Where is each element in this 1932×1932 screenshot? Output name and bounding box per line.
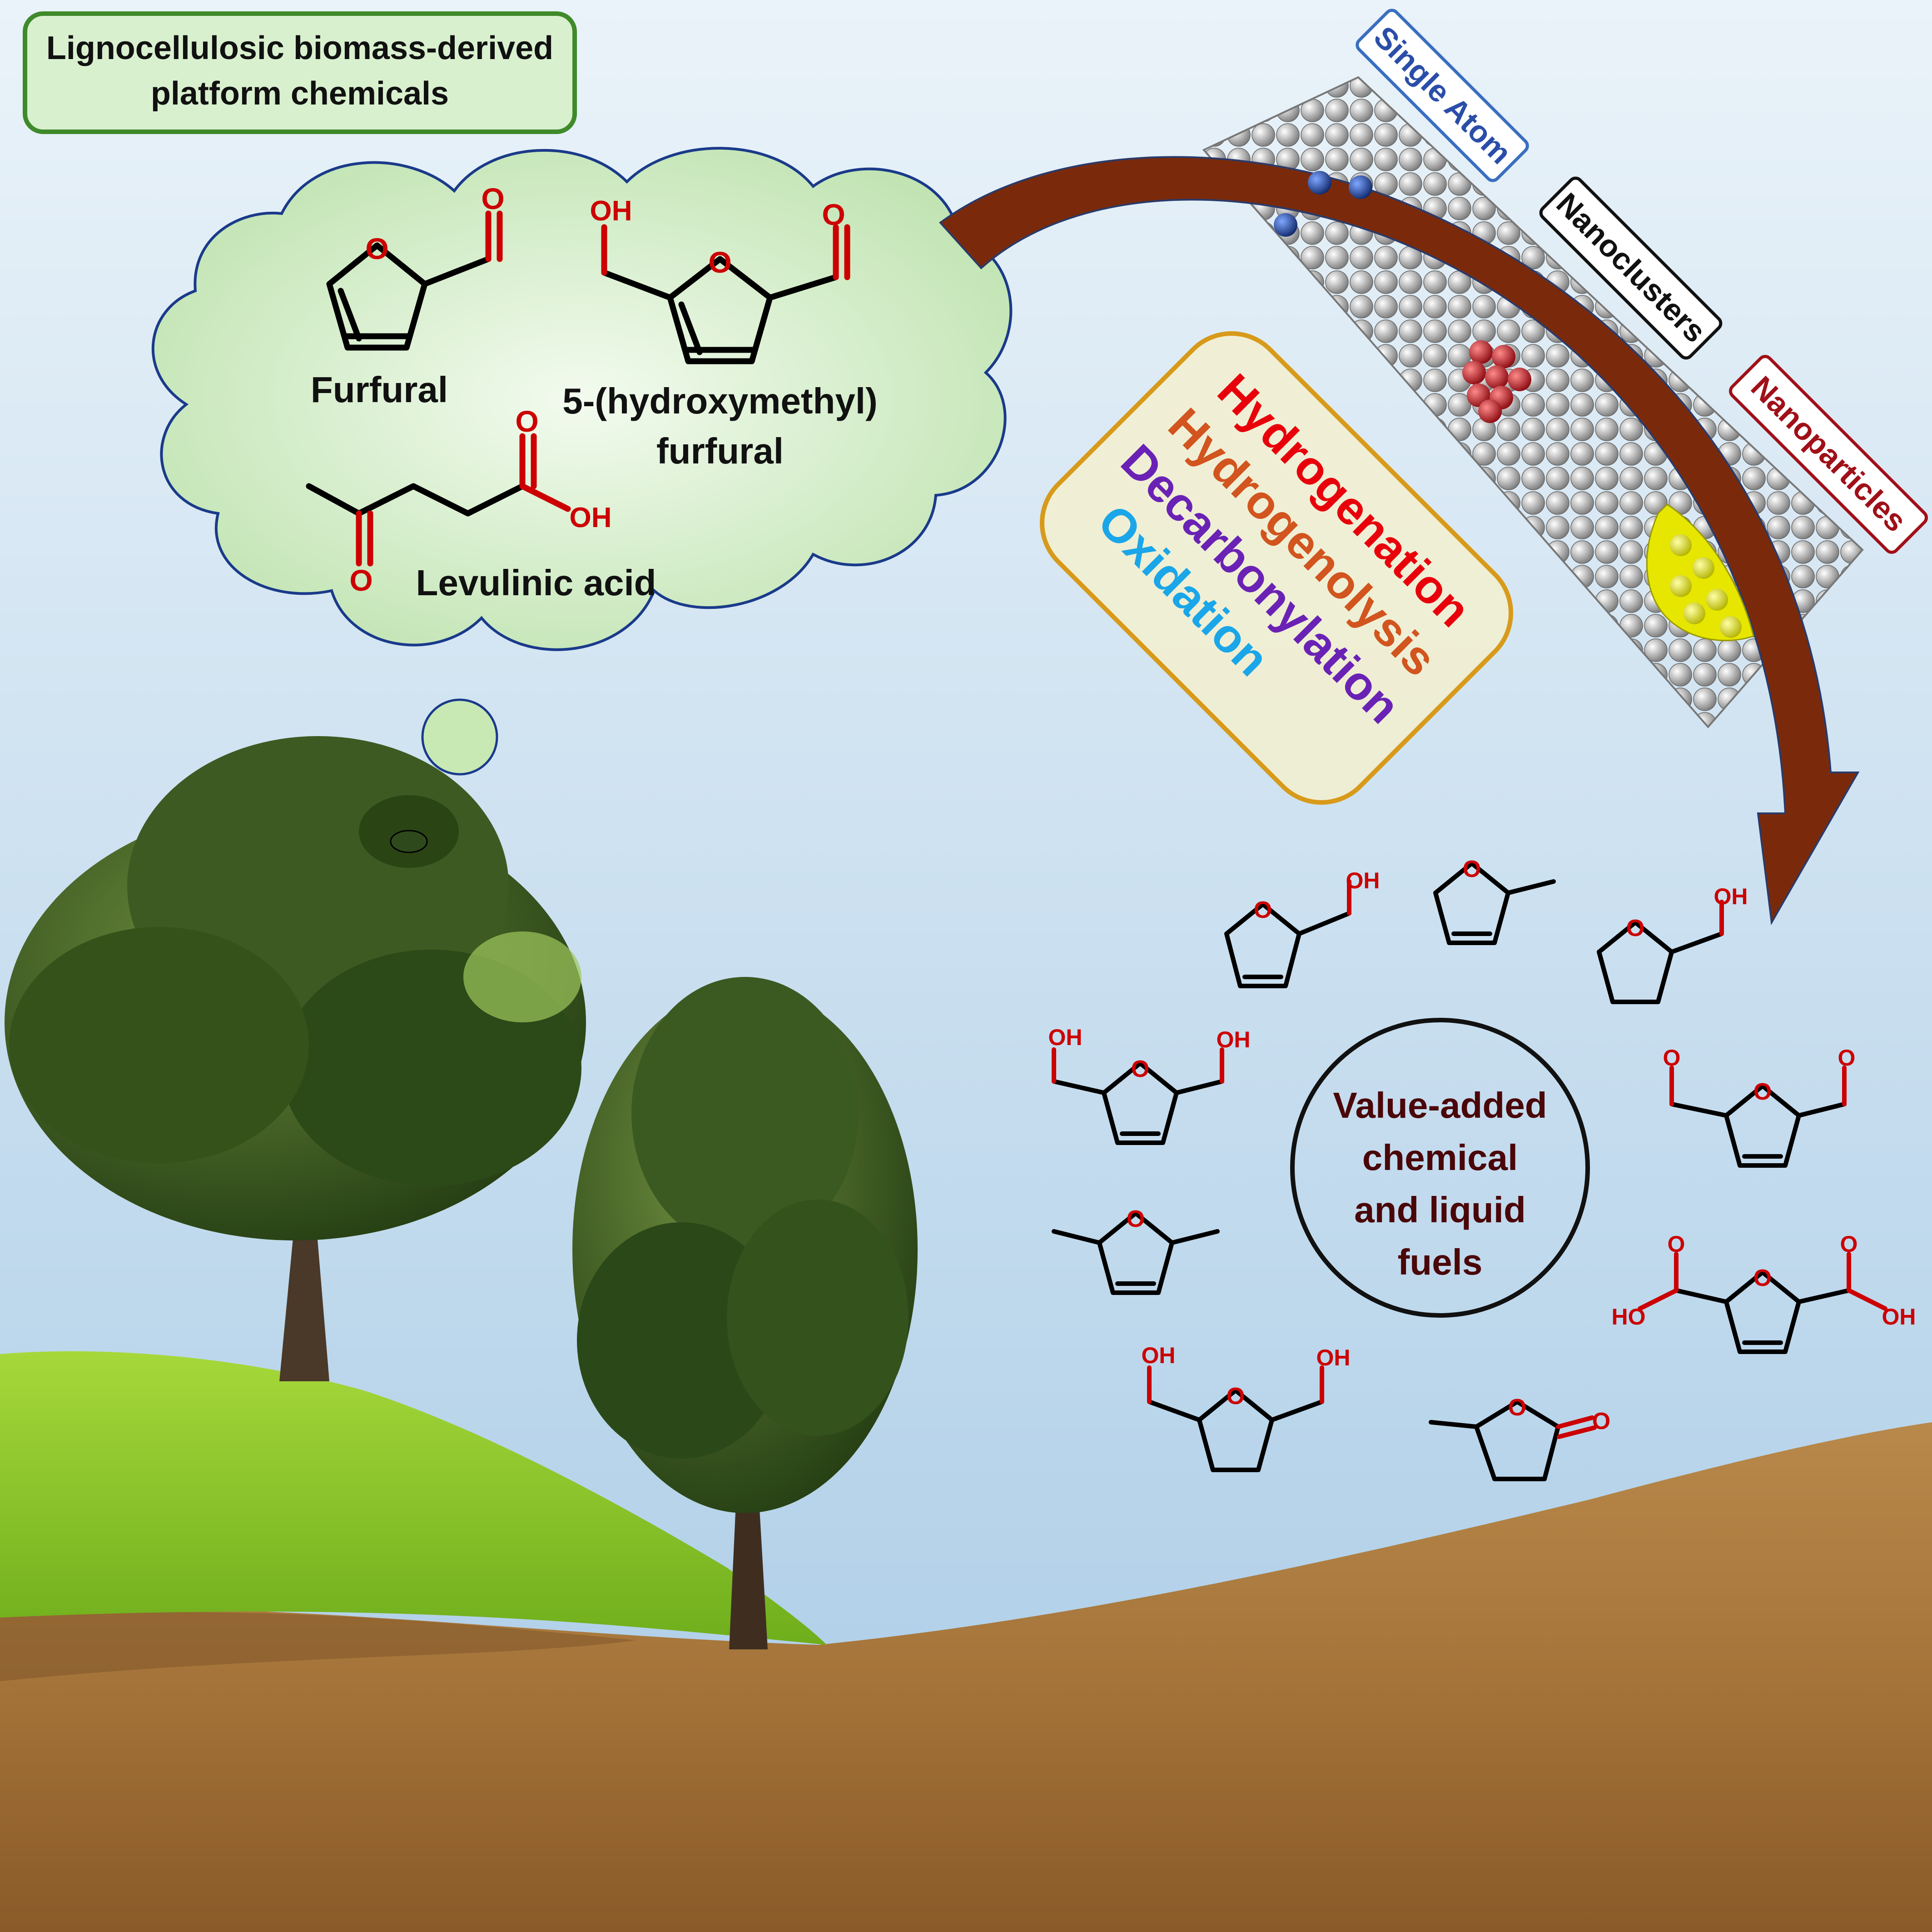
svg-text:O: O: [822, 198, 845, 231]
svg-text:OH: OH: [1316, 1345, 1351, 1370]
header-line1: Lignocellulosic biomass-derived: [46, 30, 553, 66]
grass-hill: [0, 1351, 827, 1645]
svg-text:O: O: [515, 404, 538, 438]
single-atoms: [1274, 171, 1372, 237]
products-line2: chemical: [1362, 1137, 1518, 1178]
thought-bubble-tiny: [390, 830, 428, 853]
products-line3: and liquid: [1354, 1190, 1526, 1230]
svg-text:O: O: [1753, 1079, 1772, 1105]
svg-text:O: O: [708, 245, 731, 279]
svg-text:O: O: [1254, 897, 1272, 923]
svg-text:O: O: [1840, 1231, 1858, 1257]
svg-text:O: O: [1508, 1394, 1526, 1421]
product-dmf: O: [1052, 1206, 1220, 1295]
product-methylfuran: O: [1433, 856, 1556, 945]
label-hmf-line2: furfural: [656, 431, 784, 471]
svg-text:O: O: [1127, 1206, 1145, 1232]
svg-text:OH: OH: [590, 195, 632, 227]
thought-bubble-small: [421, 698, 498, 776]
svg-text:OH: OH: [1217, 1027, 1251, 1052]
products-line4: fuels: [1398, 1242, 1483, 1282]
nanocluster: [1462, 340, 1531, 423]
tree-large: [5, 736, 586, 1381]
svg-text:HO: HO: [1612, 1304, 1646, 1329]
svg-text:OH: OH: [1714, 884, 1748, 909]
reaction-arrow: [939, 156, 1860, 926]
soil-ground: [0, 1422, 1932, 1932]
svg-text:O: O: [1668, 1231, 1685, 1257]
product-bhmf: O OH OH: [1048, 1025, 1251, 1145]
product-fdca: O O O HO OH: [1612, 1231, 1916, 1354]
svg-text:OH: OH: [570, 502, 612, 533]
svg-text:OH: OH: [1346, 868, 1380, 893]
svg-text:O: O: [1663, 1045, 1681, 1071]
svg-text:O: O: [1463, 856, 1481, 882]
products-circle: [1290, 1018, 1590, 1318]
svg-text:O: O: [1626, 915, 1644, 941]
soil-shadow: [0, 1612, 636, 1681]
product-dff: O O O: [1663, 1045, 1856, 1168]
products-line1: Value-added: [1333, 1085, 1547, 1125]
levulinic-acid-structure: O O OH: [306, 404, 612, 597]
hmf-structure: O OH O: [590, 195, 850, 364]
svg-text:O: O: [1753, 1265, 1772, 1291]
label-levulinic-acid: Levulinic acid: [416, 563, 656, 603]
product-bhmthf: O OH OH: [1142, 1343, 1351, 1472]
product-thfa: O OH: [1597, 884, 1748, 1004]
nanoparticle: [1646, 503, 1754, 642]
svg-text:OH: OH: [1882, 1304, 1916, 1329]
product-gvl: O O: [1429, 1394, 1610, 1481]
svg-text:O: O: [349, 563, 372, 597]
svg-text:O: O: [1592, 1408, 1610, 1434]
product-furfuryl-alcohol: O OH: [1224, 868, 1380, 988]
svg-text:O: O: [481, 182, 504, 215]
label-hmf-line1: 5-(hydroxymethyl): [562, 381, 877, 421]
svg-text:O: O: [1227, 1383, 1245, 1409]
header-line2: platform chemicals: [151, 75, 449, 112]
furfural-structure: O O: [326, 182, 505, 351]
svg-text:O: O: [365, 232, 388, 265]
label-furfural: Furfural: [311, 369, 448, 410]
svg-text:OH: OH: [1048, 1025, 1083, 1050]
tree-small: [572, 977, 918, 1649]
header-box: [23, 11, 577, 134]
svg-text:OH: OH: [1142, 1343, 1176, 1368]
svg-text:O: O: [1131, 1056, 1149, 1082]
svg-text:O: O: [1838, 1045, 1856, 1071]
